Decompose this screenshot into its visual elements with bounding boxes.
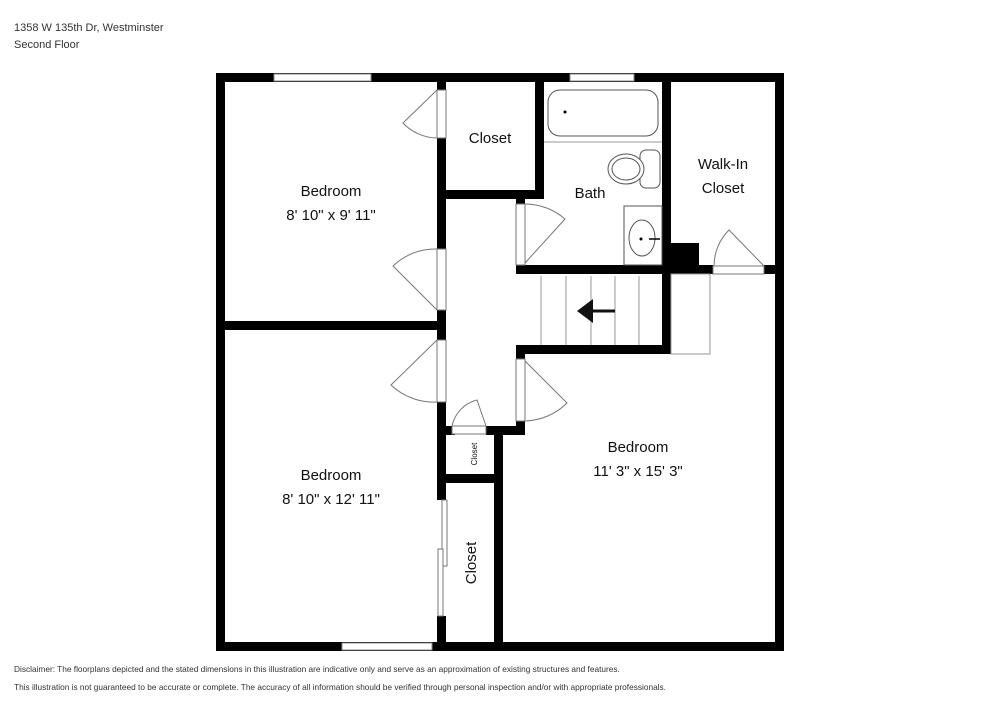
bath-fixtures [544,89,663,266]
room-dims-bedroom-bottom-left: 8' 10" x 12' 11" [282,491,380,508]
interior-walls [225,82,775,651]
windows [273,73,635,651]
room-name-bedroom-top-left: Bedroom [301,183,362,200]
room-name-closet-tall: Closet [463,541,480,584]
room-name-bedroom-right: Bedroom [608,439,669,456]
window-bath [569,73,635,82]
disclaimer-line-1: Disclaimer: The floorplans depicted and … [14,664,620,674]
stair-arrow-icon [577,299,593,323]
property-address: 1358 W 135th Dr, Westminster [14,22,164,34]
bathtub-icon [547,89,659,137]
window-bottom-left [341,642,433,651]
room-labels: Bedroom 8' 10" x 9' 11" Bedroom 8' 10" x… [282,130,748,584]
room-dims-bedroom-right: 11' 3" x 15' 3" [593,463,683,480]
window-top-left [273,73,372,82]
doors [390,89,765,617]
room-name-bath: Bath [575,185,606,202]
floor-label: Second Floor [14,39,80,51]
room-dims-bedroom-top-left: 8' 10" x 9' 11" [286,207,376,224]
room-name-walk-in-line2: Closet [702,180,745,197]
room-name-closet-top: Closet [469,130,512,147]
disclaimer-line-2: This illustration is not guaranteed to b… [14,682,666,692]
room-name-closet-small: Closet [470,442,479,465]
stairs [540,273,711,355]
room-name-bedroom-bottom-left: Bedroom [301,467,362,484]
room-name-walk-in-line1: Walk-In [698,156,748,173]
